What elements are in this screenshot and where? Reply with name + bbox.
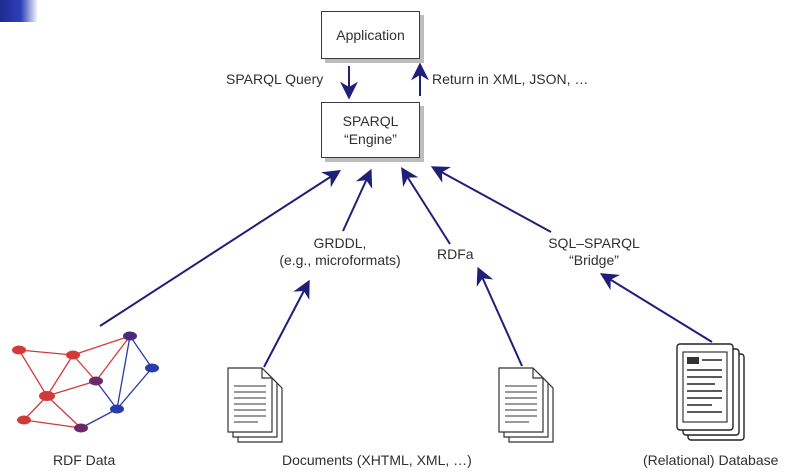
document-stack-icon-left [227,367,283,443]
database-report-icon [676,343,745,441]
rdf-to-engine-arrow [99,170,342,327]
grddl-label: GRDDL, (e.g., microformats) [261,235,419,269]
documents-to-rdfa-arrow [476,266,523,367]
engine-label-line1: SPARQL [342,113,399,129]
rdf-data-caption: RDF Data [53,452,116,468]
return-format-label: Return in XML, JSON, … [432,71,589,87]
documents-to-grddl-arrow [263,279,310,368]
rdfa-label: RDFa [437,246,474,262]
sql-sparql-bridge-label: SQL–SPARQL “Bridge” [514,235,674,269]
application-box: Application [321,11,420,59]
sparql-query-label: SPARQL Query [226,71,324,87]
rdf-graph-icon [12,331,159,433]
sparql-engine-box: SPARQL “Engine” [321,102,420,158]
slide-corner-decoration [0,0,38,22]
grddl-to-engine-arrow [342,168,373,232]
grddl-label-line1: GRDDL, [313,235,367,251]
database-caption: (Relational) Database [643,452,779,468]
documents-caption: Documents (XHTML, XML, …) [282,452,472,468]
bridge-label-line1: SQL–SPARQL [548,235,640,251]
database-to-bridge-arrow [599,273,713,343]
engine-label-line2: “Engine” [344,131,397,147]
bridge-label-line2: “Bridge” [569,252,619,268]
grddl-label-line2: (e.g., microformats) [279,252,401,268]
document-stack-icon-right [498,367,554,443]
bridge-to-engine-arrow [430,166,552,233]
rdfa-to-engine-arrow [401,166,451,245]
application-label: Application [336,27,405,43]
